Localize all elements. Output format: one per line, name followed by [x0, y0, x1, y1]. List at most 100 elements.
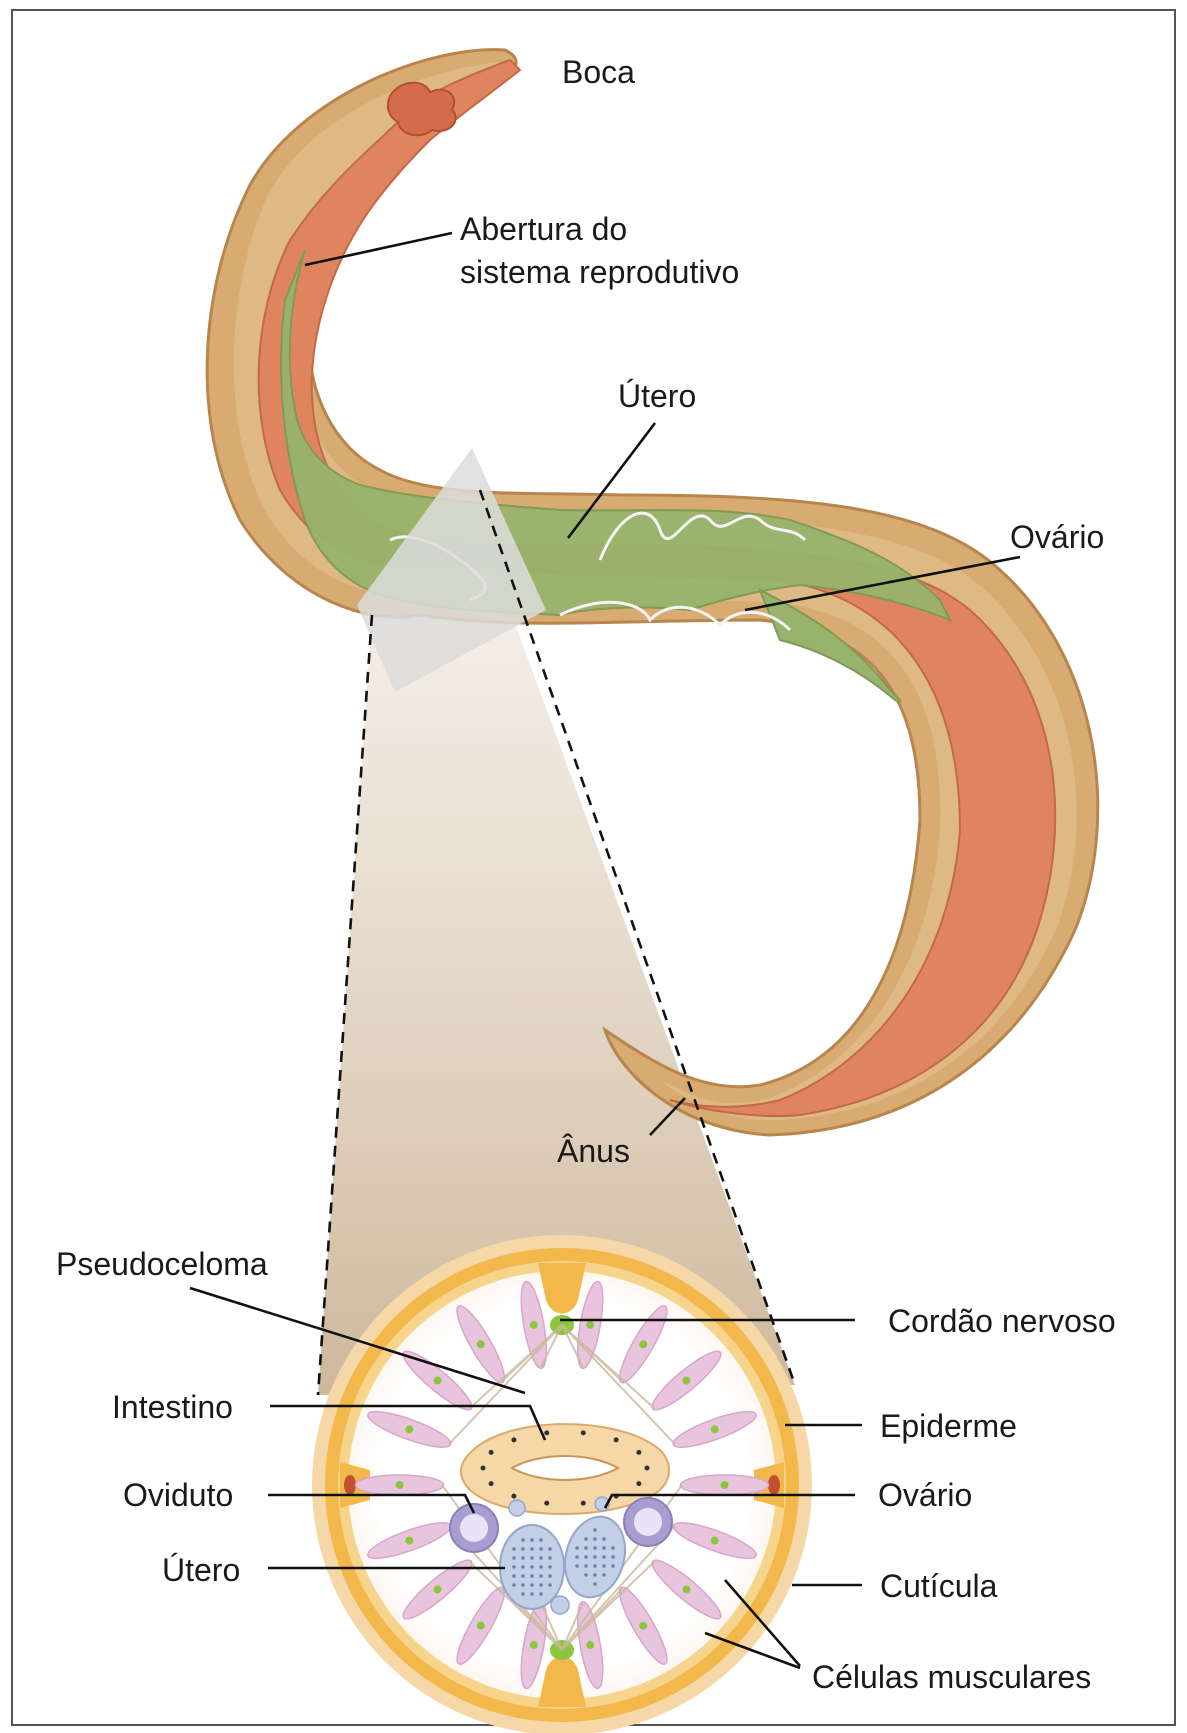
egg-dot [593, 1555, 597, 1559]
egg-dot [593, 1564, 597, 1568]
egg-dot [512, 1547, 516, 1551]
egg-dot [539, 1574, 543, 1578]
muscle-nucleus [682, 1585, 690, 1593]
intestine-nucleus [511, 1494, 516, 1499]
muscle-nucleus [477, 1622, 485, 1630]
egg-dot [530, 1583, 534, 1587]
lateral-nerve-right [768, 1475, 780, 1495]
muscle-nucleus [405, 1425, 413, 1433]
muscle-nucleus [586, 1641, 594, 1649]
egg-dot [575, 1564, 579, 1568]
egg-dot [530, 1565, 534, 1569]
egg-dot [512, 1556, 516, 1560]
label-uterus-section: Útero [162, 1552, 240, 1588]
muscle-nucleus [721, 1481, 729, 1489]
intestine-nucleus [614, 1437, 619, 1442]
label-ovary-worm: Ovário [1010, 519, 1104, 555]
egg-dot [584, 1564, 588, 1568]
muscle-nucleus [434, 1585, 442, 1593]
egg-dot [593, 1546, 597, 1550]
egg-dot [548, 1574, 552, 1578]
egg-dot [584, 1555, 588, 1559]
muscle-nucleus [682, 1377, 690, 1385]
muscle-nucleus [530, 1321, 538, 1329]
intestine-nucleus [645, 1466, 650, 1471]
muscle-nucleus [530, 1641, 538, 1649]
egg-dot [575, 1546, 579, 1550]
label-reproductive-opening-1: Abertura do [460, 211, 627, 247]
muscle-nucleus [396, 1481, 404, 1489]
egg-dot [584, 1537, 588, 1541]
egg-dot [584, 1573, 588, 1577]
egg-dot [584, 1546, 588, 1550]
intestine-nucleus [544, 1430, 549, 1435]
muscle-nucleus [477, 1340, 485, 1348]
muscle-nucleus [711, 1425, 719, 1433]
intestine-nucleus [544, 1501, 549, 1506]
egg-dot [539, 1556, 543, 1560]
egg-dot [521, 1592, 525, 1596]
egg-dot [602, 1573, 606, 1577]
label-cuticle: Cutícula [880, 1568, 998, 1604]
intestine-nucleus [481, 1466, 486, 1471]
muscle-nucleus [639, 1622, 647, 1630]
egg-dot [521, 1538, 525, 1542]
label-uterus-worm: Útero [618, 378, 696, 414]
label-oviduct: Oviduto [123, 1477, 233, 1513]
label-mouth: Boca [562, 54, 635, 90]
label-pseudocoelom: Pseudoceloma [56, 1246, 268, 1282]
egg-dot [521, 1565, 525, 1569]
egg-dot [539, 1538, 543, 1542]
muscle-nucleus [434, 1377, 442, 1385]
intestine-nucleus [581, 1501, 586, 1506]
egg-dot [548, 1547, 552, 1551]
small-ovary-left [509, 1500, 525, 1516]
intestine-nucleus [489, 1450, 494, 1455]
intestine-nucleus [636, 1450, 641, 1455]
egg-dot [539, 1583, 543, 1587]
egg-dot [548, 1556, 552, 1560]
egg-dot [521, 1574, 525, 1578]
oviduct-lumen [460, 1514, 488, 1542]
muscle-nucleus [711, 1537, 719, 1545]
label-anus: Ânus [557, 1133, 630, 1169]
egg-dot [530, 1538, 534, 1542]
egg-dot [602, 1564, 606, 1568]
egg-dot [575, 1555, 579, 1559]
egg-dot [530, 1592, 534, 1596]
cross-section [312, 1235, 812, 1733]
label-nerve-cord: Cordão nervoso [888, 1303, 1116, 1339]
egg-dot [593, 1528, 597, 1532]
egg-dot [521, 1583, 525, 1587]
label-reproductive-opening-2: sistema reprodutivo [460, 254, 739, 290]
egg-dot [602, 1555, 606, 1559]
egg-dot [602, 1537, 606, 1541]
ovary-lumen-right [634, 1508, 662, 1536]
egg-dot [512, 1583, 516, 1587]
muscle-nucleus [405, 1537, 413, 1545]
intestine-nucleus [581, 1430, 586, 1435]
label-muscle-cells: Células musculares [812, 1659, 1091, 1695]
label-epidermis: Epiderme [880, 1408, 1017, 1444]
egg-dot [611, 1546, 615, 1550]
egg-dot [539, 1592, 543, 1596]
intestine-nucleus [636, 1481, 641, 1486]
egg-dot [539, 1547, 543, 1551]
egg-dot [611, 1564, 615, 1568]
egg-dot [593, 1573, 597, 1577]
egg-dot [530, 1547, 534, 1551]
lateral-nerve-left [344, 1475, 356, 1495]
label-ovary-section: Ovário [878, 1477, 972, 1513]
egg-dot [530, 1556, 534, 1560]
egg-dot [548, 1583, 552, 1587]
egg-dot [521, 1547, 525, 1551]
egg-dot [512, 1565, 516, 1569]
intestine-nucleus [489, 1481, 494, 1486]
egg-dot [539, 1565, 543, 1569]
egg-dot [512, 1574, 516, 1578]
muscle-nucleus [639, 1340, 647, 1348]
egg-dot [611, 1555, 615, 1559]
egg-dot [602, 1546, 606, 1550]
label-intestine: Intestino [112, 1389, 233, 1425]
